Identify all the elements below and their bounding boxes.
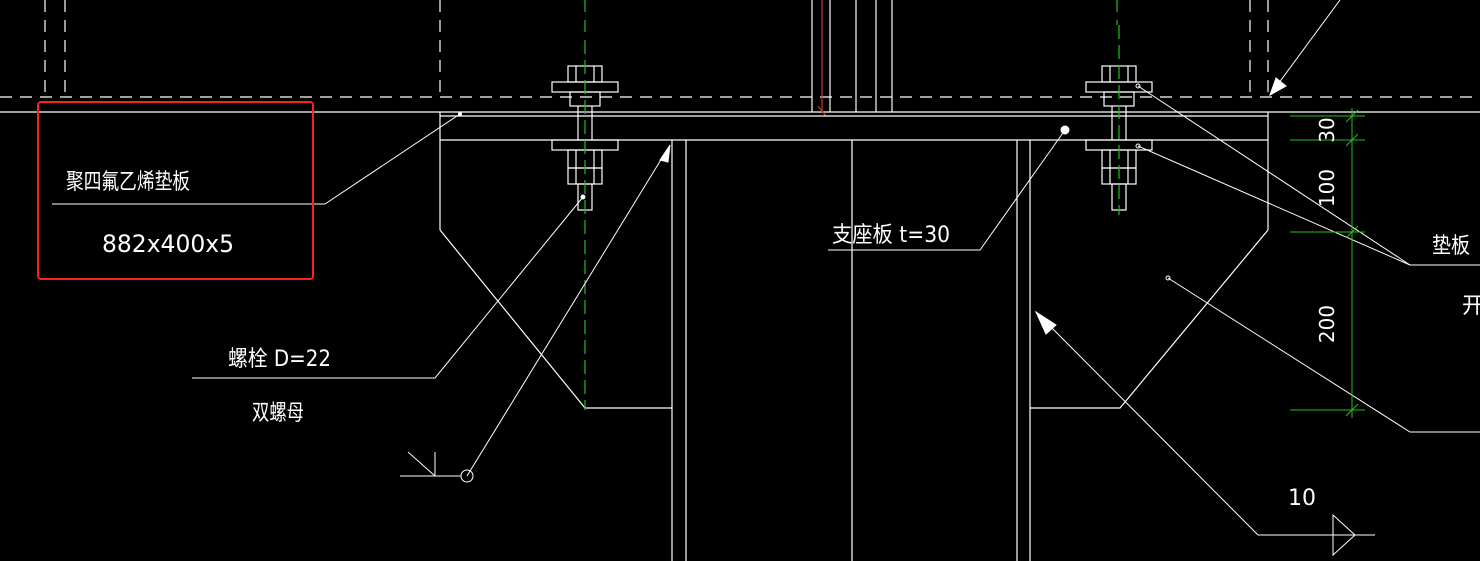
leader-ptfe-pad [52, 112, 462, 205]
center-column [811, 0, 893, 117]
weld-symbol-left [400, 144, 671, 483]
dimension-lines [1290, 108, 1365, 418]
leader-bolt [192, 194, 586, 379]
dim-200: 200 [1315, 305, 1339, 343]
double-nut-label: 双螺母 [252, 401, 304, 426]
highlight-box [37, 101, 314, 280]
bolt-right [1085, 25, 1153, 215]
arrow-top-right [1269, 0, 1341, 97]
upper-dashed-frame [0, 0, 1480, 98]
dim-30: 30 [1315, 117, 1339, 142]
ptfe-pad-size: 882x400x5 [102, 230, 234, 258]
open-right-label: 开 [1462, 294, 1480, 319]
bolt-left [551, 40, 619, 410]
weld-symbol-right [1034, 310, 1375, 557]
ptfe-pad-name: 聚四氟乙烯垫板 [66, 170, 190, 195]
leader-support-plate [828, 125, 1070, 251]
pad-right-label: 垫板 [1432, 234, 1470, 259]
dim-100: 100 [1315, 169, 1339, 207]
weld-size: 10 [1288, 486, 1316, 511]
lower-columns [671, 140, 1018, 561]
support-plate-label: 支座板 t=30 [832, 223, 950, 248]
leader-pad-right [1135, 83, 1480, 266]
support-plate [439, 112, 1269, 230]
bolt-label: 螺栓 D=22 [228, 347, 331, 372]
stiffeners [439, 140, 1269, 561]
leader-open-right [1165, 275, 1480, 433]
